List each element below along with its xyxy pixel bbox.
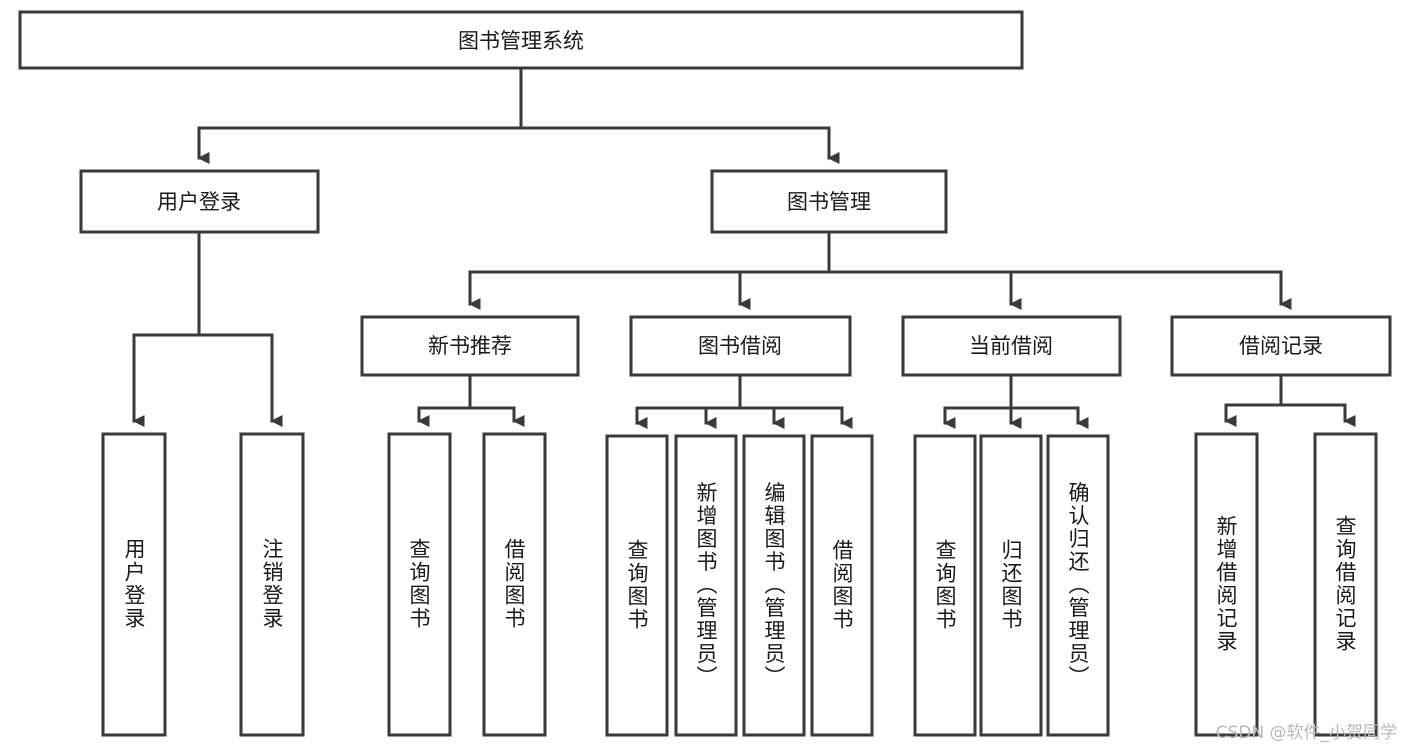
node-new-book-recommend-label: 新书推荐: [428, 334, 512, 358]
node-book-borrow-box: [629, 315, 852, 377]
node-borrow-record-box: [1170, 315, 1392, 377]
node-new-book-recommend[interactable]: 新书推荐: [360, 315, 580, 377]
leaf-current-borrow-3-box: [1046, 434, 1110, 737]
leaf-book-borrow-4[interactable]: 借阅图书: [810, 434, 874, 737]
node-book-borrow-label: 图书借阅: [698, 334, 782, 358]
leaf-new-book-1[interactable]: 查询图书: [387, 432, 452, 737]
node-new-book-recommend-box: [360, 315, 580, 377]
leaf-new-book-2[interactable]: 借阅图书: [482, 432, 547, 737]
leaf-user-login-1-box: [101, 432, 167, 737]
leaf-current-borrow-3[interactable]: 确认归还（管理员）: [1046, 434, 1110, 737]
node-root-system-label: 图书管理系统: [458, 29, 584, 53]
leaf-current-borrow-1-box: [913, 434, 977, 737]
leaf-book-borrow-3-box: [742, 434, 806, 737]
connector-group-borrow-record: [1224, 373, 1356, 427]
leaf-book-borrow-2-label: 新增图书（管理员）: [694, 482, 718, 689]
leaf-new-book-2-label: 借阅图书: [502, 538, 526, 630]
connector-group-new-book: [417, 373, 525, 427]
node-root-system-box: [18, 10, 1024, 70]
node-current-borrow-label: 当前借阅: [969, 334, 1053, 358]
node-current-borrow[interactable]: 当前借阅: [901, 315, 1122, 377]
node-book-borrow[interactable]: 图书借阅: [629, 315, 852, 377]
node-user-login-box: [79, 169, 320, 234]
leaf-new-book-1-label: 查询图书: [407, 538, 431, 630]
node-borrow-record[interactable]: 借阅记录: [1170, 315, 1392, 377]
leaf-book-borrow-1-label: 查询图书: [625, 539, 649, 631]
leaf-book-borrow-3[interactable]: 编辑图书（管理员）: [742, 434, 806, 737]
leaf-borrow-record-2[interactable]: 查询借阅记录: [1313, 432, 1378, 737]
connector-group-book-borrow: [635, 373, 853, 429]
leaf-new-book-2-box: [482, 432, 547, 737]
node-book-manage-box: [710, 169, 948, 234]
leaf-user-login-2-label: 注销登录: [260, 538, 284, 630]
node-user-login[interactable]: 用户登录: [79, 169, 320, 234]
leaf-new-book-1-box: [387, 432, 452, 737]
leaf-book-borrow-1-box: [605, 434, 669, 737]
node-borrow-record-label: 借阅记录: [1239, 334, 1323, 358]
leaf-current-borrow-2-box: [979, 434, 1043, 737]
node-book-manage[interactable]: 图书管理: [710, 169, 948, 234]
leaf-book-borrow-4-label: 借阅图书: [830, 539, 854, 631]
connector-group-root: [197, 66, 840, 164]
leaf-user-login-2-box: [239, 432, 305, 737]
leaf-current-borrow-3-label: 确认归还（管理员）: [1066, 482, 1090, 689]
leaf-borrow-record-2-box: [1313, 432, 1378, 737]
leaf-user-login-1-label: 用户登录: [122, 538, 146, 630]
connector-group-user-login: [132, 230, 283, 427]
leaf-book-borrow-3-label: 编辑图书（管理员）: [762, 482, 786, 689]
node-user-login-label: 用户登录: [157, 190, 241, 214]
node-book-manage-label: 图书管理: [787, 190, 871, 214]
leaf-book-borrow-1[interactable]: 查询图书: [605, 434, 669, 737]
leaf-current-borrow-1-label: 查询图书: [933, 539, 957, 631]
leaf-user-login-2[interactable]: 注销登录: [239, 432, 305, 737]
leaf-user-login-1[interactable]: 用户登录: [101, 432, 167, 737]
leaf-current-borrow-2[interactable]: 归还图书: [979, 434, 1043, 737]
leaf-current-borrow-2-label: 归还图书: [999, 539, 1023, 631]
leaf-borrow-record-1-box: [1194, 432, 1259, 737]
connector-group-current-borrow: [943, 373, 1089, 429]
leaf-book-borrow-4-box: [810, 434, 874, 737]
node-current-borrow-box: [901, 315, 1122, 377]
leaf-borrow-record-1[interactable]: 新增借阅记录: [1194, 432, 1259, 737]
node-root-system[interactable]: 图书管理系统: [18, 10, 1024, 70]
leaf-current-borrow-1[interactable]: 查询图书: [913, 434, 977, 737]
connector-group-book-manage: [468, 230, 1292, 310]
leaf-borrow-record-2-label: 查询借阅记录: [1333, 515, 1357, 653]
leaf-book-borrow-2-box: [674, 434, 738, 737]
leaf-borrow-record-1-label: 新增借阅记录: [1214, 515, 1238, 653]
leaf-book-borrow-2[interactable]: 新增图书（管理员）: [674, 434, 738, 737]
